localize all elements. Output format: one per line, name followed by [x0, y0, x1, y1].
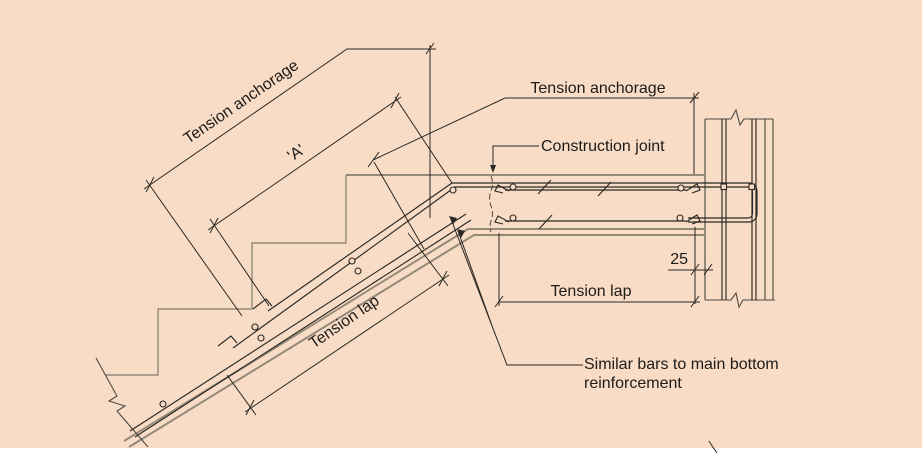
landing-soffit	[468, 228, 705, 236]
construction-joint-leader	[492, 145, 539, 166]
bar-end-bob-upper	[252, 298, 273, 310]
concrete-outline	[95, 108, 775, 448]
hook-bottom-left	[494, 215, 510, 225]
flight-main-bars	[129, 213, 472, 438]
dim-a-line	[207, 96, 453, 307]
wall-vertical-bars	[721, 119, 757, 300]
bar-end-bob-lower	[217, 335, 238, 347]
cranked-bar-inner	[232, 186, 754, 349]
dim-diag-tension-lap	[226, 232, 450, 416]
dim-horiz-tension-anchorage	[372, 93, 699, 250]
label-similar-bars-1: Similar bars to main bottom	[584, 356, 779, 373]
bar-break-marks	[537, 179, 612, 230]
label-horiz-tension-anchorage: Tension anchorage	[530, 80, 665, 97]
wall-bar-section-2	[748, 183, 756, 191]
hook-top-left	[494, 184, 510, 194]
similar-bars-leader	[450, 218, 583, 366]
dim-25-line	[668, 227, 713, 304]
flight-soffit	[123, 228, 475, 448]
dimensions	[143, 42, 718, 453]
label-dim-25: 25	[670, 251, 688, 268]
label-dim-a: 'A'	[285, 142, 308, 166]
label-similar-bars-2: reinforcement	[584, 375, 682, 392]
steps-outline	[106, 175, 347, 376]
hook-top-right	[685, 183, 701, 194]
wall-bottom-break	[705, 291, 775, 309]
flight-break-line	[95, 357, 149, 448]
wall-top-break	[705, 108, 773, 127]
reinforcement-bars	[129, 119, 758, 438]
construction-joint-line	[489, 175, 493, 233]
wall-bar-section-1	[720, 183, 728, 191]
cranked-bar-outer	[267, 182, 758, 312]
lower-break-stroke	[708, 440, 718, 453]
label-construction-joint: Construction joint	[541, 138, 665, 155]
distribution-bar-sections	[159, 183, 685, 408]
dim-diag-tension-anchorage	[143, 45, 436, 317]
dim-horiz-tension-lap	[498, 233, 700, 306]
label-horiz-tension-lap: Tension lap	[551, 283, 632, 300]
hook-bottom-right	[685, 214, 701, 225]
